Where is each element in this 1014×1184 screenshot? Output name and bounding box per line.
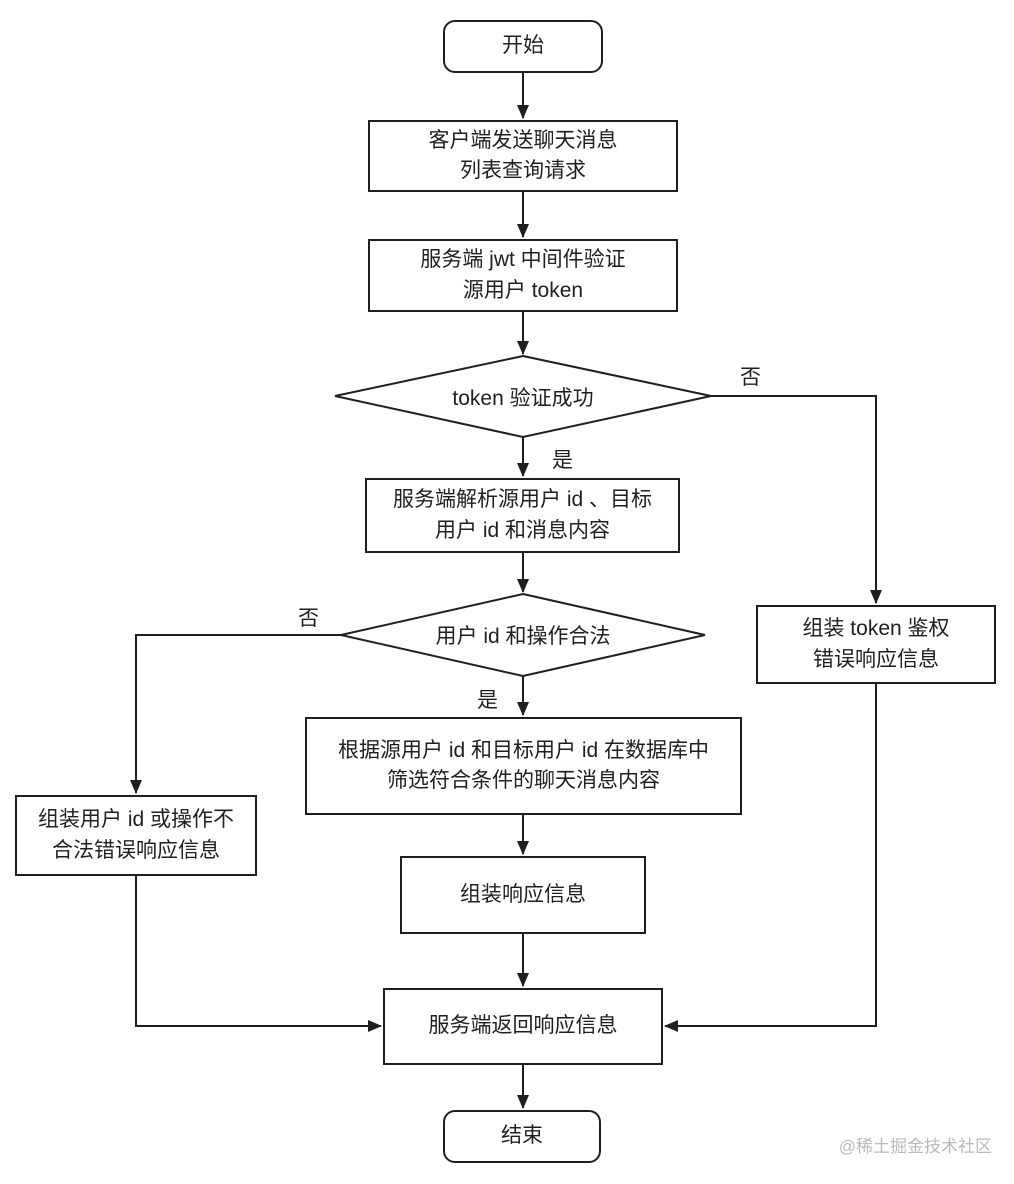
label-token-yes: 是 [552, 449, 573, 472]
edge-invaliderror-to-return [135, 876, 382, 1032]
node-token-error: 组装 token 鉴权 错误响应信息 [756, 605, 996, 684]
watermark: @稀土掘金技术社区 [838, 1137, 992, 1156]
node-valid-check: 用户 id 和操作合法 [435, 625, 611, 648]
decision-valid-shape [340, 592, 706, 678]
node-start: 开始 [443, 20, 603, 73]
node-client-request: 客户端发送聊天消息 列表查询请求 [368, 120, 678, 192]
label-token-no: 否 [740, 366, 761, 389]
node-jwt-verify: 服务端 jwt 中间件验证 源用户 token [368, 239, 678, 312]
node-assemble-response: 组装响应信息 [400, 856, 646, 934]
label-valid-no: 否 [298, 607, 319, 630]
decision-token-shape [334, 354, 712, 439]
node-filter-messages: 根据源用户 id 和目标用户 id 在数据库中 筛选符合条件的聊天消息内容 [305, 717, 742, 815]
node-token-check: token 验证成功 [452, 386, 594, 410]
node-invalid-error: 组装用户 id 或操作不 合法错误响应信息 [15, 795, 257, 876]
node-parse-ids: 服务端解析源用户 id 、目标 用户 id 和消息内容 [365, 478, 680, 553]
edge-validcheck-no-to-invaliderror [130, 634, 341, 794]
node-return-response: 服务端返回响应信息 [383, 988, 663, 1065]
label-valid-yes: 是 [477, 689, 498, 712]
edge-tokencheck-no-to-tokenerror [711, 395, 882, 604]
node-end: 结束 [443, 1110, 601, 1163]
edge-tokenerror-to-return [664, 684, 877, 1032]
